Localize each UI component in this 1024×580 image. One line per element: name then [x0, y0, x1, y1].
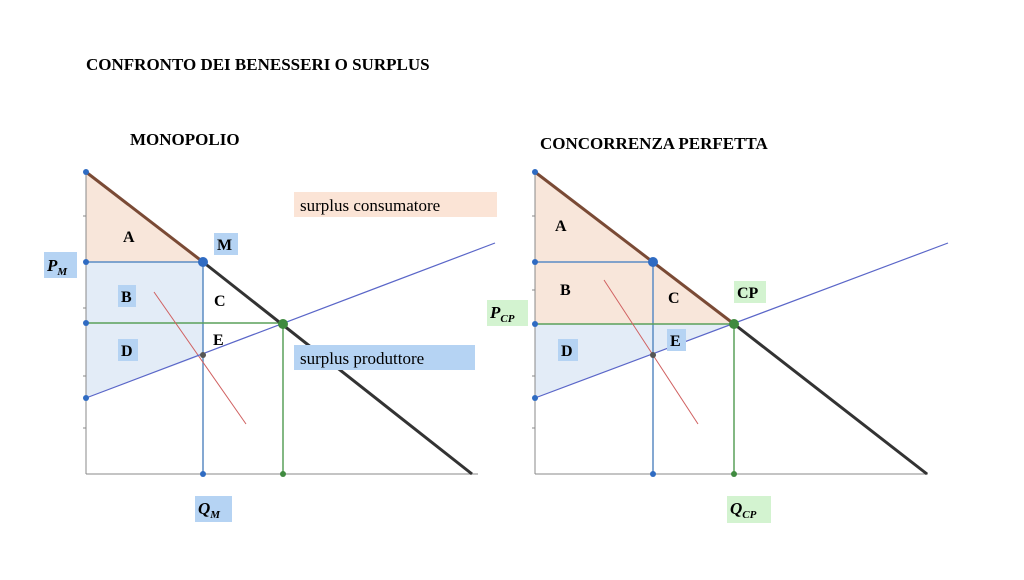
marginal-revenue-line: [153, 291, 247, 425]
demand-line-upper: [534, 170, 735, 326]
y-axis-point-pcp: [532, 321, 538, 327]
legend-producer-label: surplus produttore: [300, 349, 424, 368]
panel-title-concorrenza: CONCORRENZA PERFETTA: [540, 134, 769, 153]
price-label-pm-bg: [44, 252, 77, 278]
region-label-c: C: [668, 290, 680, 307]
price-label-pm: PM: [46, 256, 68, 278]
region-label-b: B: [121, 289, 132, 306]
y-axis-point-pc: [83, 320, 89, 326]
region-label-d-bg: [558, 339, 578, 361]
region-label-e: E: [670, 333, 681, 350]
legend: surplus consumatore surplus produttore: [294, 192, 497, 370]
equilibrium-point: [278, 319, 288, 329]
producer-surplus-region: [86, 262, 203, 398]
region-label-e-bg: [667, 329, 686, 351]
demand-line-lower: [733, 322, 928, 476]
region-label-e: E: [213, 332, 224, 349]
y-axis-ticks: [83, 215, 86, 429]
equilibrium-point: [729, 319, 739, 329]
y-axis-ticks: [532, 215, 535, 429]
region-label-b-bg: [118, 285, 136, 307]
region-label-d: D: [561, 343, 573, 360]
y-axis-point-bottom: [83, 395, 89, 401]
y-axis-point-top: [532, 169, 538, 175]
quantity-label-qcp: QCP: [730, 499, 757, 521]
y-axis-point-bottom: [532, 395, 538, 401]
region-label-d: D: [121, 343, 133, 360]
region-label-a: A: [555, 218, 567, 235]
main-title: CONFRONTO DEI BENESSERI O SURPLUS: [86, 55, 430, 74]
quantity-label-qcp-bg: [727, 496, 771, 523]
panel-monopolio: MONOPOLIO A: [44, 130, 496, 522]
intersection-point: [650, 352, 656, 358]
region-label-d-bg: [118, 339, 138, 361]
x-axis-point-qcp: [731, 471, 737, 477]
panel-title-monopolio: MONOPOLIO: [130, 130, 240, 149]
region-label-c: C: [214, 293, 226, 310]
legend-producer-bg: [294, 345, 475, 370]
legend-consumer-bg: [294, 192, 497, 217]
monopoly-point: [648, 257, 658, 267]
point-label-cp-bg: [734, 281, 766, 303]
quantity-label-qm: QM: [198, 499, 221, 521]
price-label-pcp: PCP: [489, 303, 515, 325]
y-axis-point-pm: [532, 259, 538, 265]
demand-line-upper: [85, 170, 204, 264]
price-label-pcp-bg: [487, 300, 528, 326]
x-axis-point-qc: [280, 471, 286, 477]
monopoly-point: [198, 257, 208, 267]
panel-concorrenza: CONCORRENZA PERFETTA: [487, 134, 949, 523]
legend-consumer-label: surplus consumatore: [300, 196, 440, 215]
supply-line: [534, 242, 949, 399]
quantity-label-qm-bg: [195, 496, 232, 522]
point-label-m: M: [217, 237, 232, 254]
marginal-revenue-line: [603, 279, 699, 425]
y-axis-point-pm: [83, 259, 89, 265]
x-axis-point-qm: [650, 471, 656, 477]
y-axis-point-top: [83, 169, 89, 175]
x-axis-point-qm: [200, 471, 206, 477]
region-label-a: A: [123, 229, 135, 246]
supply-line: [85, 242, 496, 399]
intersection-point: [200, 352, 206, 358]
point-label-cp: CP: [737, 285, 759, 302]
point-label-m-bg: [214, 233, 238, 255]
region-label-b: B: [560, 282, 571, 299]
